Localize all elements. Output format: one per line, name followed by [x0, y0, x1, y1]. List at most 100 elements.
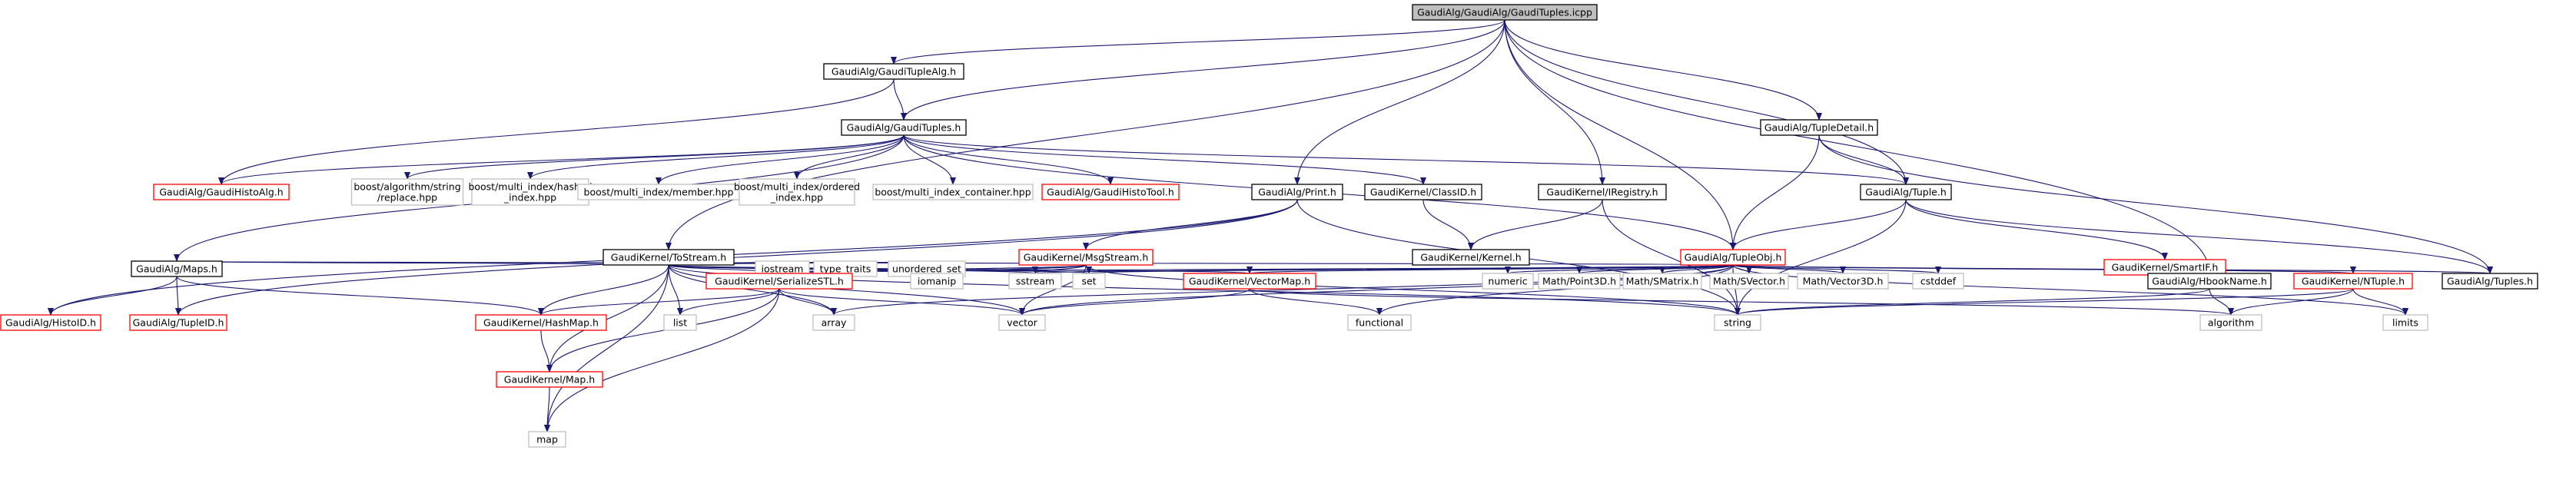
- node-histoid[interactable]: GaudiAlg/HistoID.h: [0, 314, 101, 331]
- node-boostreplace-box: [350, 178, 464, 206]
- node-algorithm-label: algorithm: [2208, 317, 2254, 329]
- node-map: map: [528, 431, 566, 448]
- node-serializestl-label: GaudiKernel/SerializeSTL.h: [715, 276, 844, 287]
- node-cstddef-label: cstddef: [1920, 276, 1957, 287]
- node-serializestl[interactable]: GaudiKernel/SerializeSTL.h: [705, 273, 853, 290]
- node-boostreplace-label: boost/algorithm/string: [354, 181, 460, 193]
- edge-tupleh-to-tuplesh: [1905, 199, 2493, 274]
- node-classid[interactable]: GaudiKernel/ClassID.h: [1364, 184, 1482, 200]
- node-svector-label: Math/SVector.h: [1713, 276, 1785, 287]
- edge-tupleh-to-string: [1734, 199, 1907, 316]
- node-set-box: [1072, 273, 1106, 290]
- node-kernel-label: GaudiKernel/Kernel.h: [1420, 252, 1521, 263]
- node-mapk-box: [496, 371, 603, 388]
- node-boostreplace-label: /replace.hpp: [377, 192, 437, 204]
- node-maps[interactable]: GaudiAlg/Maps.h: [131, 260, 223, 277]
- edge-serializestl-to-hashmap: [538, 288, 780, 316]
- node-iregistry[interactable]: GaudiKernel/IRegistry.h: [1538, 184, 1667, 200]
- node-tupledetail-box: [1760, 119, 1878, 136]
- node-ntuple-label: GaudiKernel/NTuple.h: [2302, 276, 2405, 287]
- node-hashmap-box: [475, 314, 607, 331]
- node-smatrix-box: [1622, 273, 1702, 290]
- node-cstddef-box: [1912, 273, 1964, 290]
- node-gaudituplealg[interactable]: GaudiAlg/GaudiTupleAlg.h: [823, 63, 964, 80]
- node-kernel[interactable]: GaudiKernel/Kernel.h: [1412, 249, 1530, 266]
- edge-gaudituplealg-to-gaudituples: [893, 78, 907, 121]
- node-boosthashed-label: boost/multi_index/hashed: [468, 181, 592, 193]
- edge-tupleh-to-smartif: [1905, 199, 2168, 260]
- edge-maps-to-tupleid: [174, 276, 181, 316]
- node-boostreplace: boost/algorithm/string/replace.hpp: [350, 178, 464, 206]
- edge-ntuple-to-algorithm: [2228, 288, 2354, 316]
- node-numeric: numeric: [1482, 273, 1534, 290]
- edge-vectormap-to-functional: [1249, 288, 1383, 316]
- edge-print-to-msgstream: [1083, 199, 1298, 250]
- edge-tupleobj-to-smatrix: [1659, 264, 1734, 274]
- node-maps-box: [131, 260, 223, 277]
- edge-tostream-to-hashmap: [538, 264, 669, 316]
- node-hbookname[interactable]: GaudiAlg/HbookName.h: [2147, 273, 2272, 290]
- node-tuplesh[interactable]: GaudiAlg/Tuples.h: [2442, 273, 2538, 290]
- node-tupleobj-box: [1680, 249, 1786, 266]
- edge-gaudituples-to-boostcontainer: [903, 134, 956, 185]
- node-typetraits: type_traits: [813, 260, 878, 277]
- edge-root-to-hbookname: [1504, 19, 2213, 274]
- node-hashmap[interactable]: GaudiKernel/HashMap.h: [475, 314, 607, 331]
- edge-classid-to-kernel: [1422, 199, 1474, 250]
- node-set: set: [1072, 273, 1106, 290]
- node-mapk[interactable]: GaudiKernel/Map.h: [496, 371, 603, 388]
- node-tostream[interactable]: GaudiKernel/ToStream.h: [603, 249, 735, 266]
- node-point3d-box: [1538, 273, 1621, 290]
- node-ntuple[interactable]: GaudiKernel/NTuple.h: [2293, 273, 2413, 290]
- node-gaudihistotool-label: GaudiAlg/GaudiHistoTool.h: [1047, 187, 1174, 198]
- node-gaudihistoalg[interactable]: GaudiAlg/GaudiHistoAlg.h: [153, 184, 290, 200]
- node-tupleid[interactable]: GaudiAlg/TupleID.h: [129, 314, 227, 331]
- node-map-box: [528, 431, 566, 448]
- node-gaudituples[interactable]: GaudiAlg/GaudiTuples.h: [841, 119, 967, 136]
- node-boostcontainer-label: boost/multi_index_container.hpp: [875, 187, 1031, 198]
- node-functional-label: functional: [1356, 317, 1403, 329]
- node-limits: limits: [2382, 314, 2428, 331]
- edge-root-to-tupledetail: [1504, 19, 1822, 121]
- node-tupleobj[interactable]: GaudiAlg/TupleObj.h: [1680, 249, 1786, 266]
- node-tupleh[interactable]: GaudiAlg/Tuple.h: [1860, 184, 1952, 200]
- node-list-label: list: [673, 317, 687, 329]
- edge-ntuple-to-string: [1734, 288, 2354, 316]
- edge-tupledetail-to-tupleh: [1818, 134, 1909, 185]
- node-tupleid-box: [129, 314, 227, 331]
- node-maps-label: GaudiAlg/Maps.h: [136, 263, 217, 275]
- node-gaudituples-box: [841, 119, 967, 136]
- node-gaudihistotool-box: [1041, 184, 1180, 200]
- edge-vectormap-to-vector: [1019, 288, 1250, 316]
- node-msgstream[interactable]: GaudiKernel/MsgStream.h: [1018, 249, 1154, 266]
- node-boostordered-label: _index.hpp: [770, 192, 823, 204]
- node-root[interactable]: GaudiAlg/GaudiAlg/GaudiTuples.icpp: [1412, 4, 1598, 21]
- node-smatrix: Math/SMatrix.h: [1622, 273, 1702, 290]
- edge-tupleobj-to-array: [831, 264, 1734, 316]
- node-tupledetail[interactable]: GaudiAlg/TupleDetail.h: [1760, 119, 1878, 136]
- node-set-label: set: [1081, 276, 1096, 287]
- edge-gaudituples-to-boosthashed: [527, 134, 905, 180]
- node-gaudituplealg-box: [823, 63, 964, 80]
- node-functional: functional: [1347, 314, 1412, 331]
- node-tostream-label: GaudiKernel/ToStream.h: [611, 252, 726, 263]
- node-gaudihistoalg-box: [153, 184, 290, 200]
- node-cstddef: cstddef: [1912, 273, 1964, 290]
- node-gaudihistotool[interactable]: GaudiAlg/GaudiHistoTool.h: [1041, 184, 1180, 200]
- node-tupleid-label: GaudiAlg/TupleID.h: [133, 317, 224, 329]
- edge-mapk-to-map: [544, 386, 551, 432]
- node-list-box: [663, 314, 697, 331]
- node-gaudihistoalg-label: GaudiAlg/GaudiHistoAlg.h: [159, 187, 283, 198]
- edge-root-to-tupleh: [1504, 19, 1909, 185]
- edge-root-to-print: [1294, 19, 1505, 185]
- node-msgstream-box: [1018, 249, 1154, 266]
- dependency-edges: [48, 19, 2493, 432]
- node-vector-label: vector: [1007, 317, 1038, 329]
- node-print[interactable]: GaudiAlg/Print.h: [1251, 184, 1343, 200]
- edge-hbookname-to-string: [1734, 288, 2210, 316]
- node-smartif[interactable]: GaudiKernel/SmartIF.h: [2103, 259, 2226, 276]
- node-vectormap[interactable]: GaudiKernel/VectorMap.h: [1183, 273, 1316, 290]
- node-mapk-label: GaudiKernel/Map.h: [504, 374, 595, 386]
- node-boostordered-label: boost/multi_index/ordered: [734, 181, 860, 193]
- node-iregistry-label: GaudiKernel/IRegistry.h: [1546, 187, 1658, 198]
